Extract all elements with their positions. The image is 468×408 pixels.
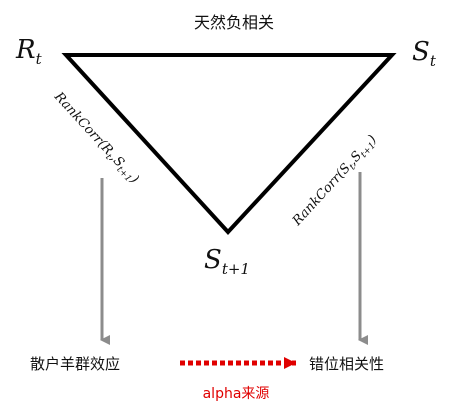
right-edge-label-text: RankCorr(S	[289, 161, 354, 230]
node-r-t: Rt	[15, 35, 43, 68]
right-edge-label-sub1: t	[348, 163, 358, 173]
node-s-t1: St+1	[204, 245, 250, 278]
node-s-t1-sub: t+1	[222, 260, 250, 278]
left-edge-label-sub1: t	[103, 153, 113, 163]
left-edge-label: RankCorr(Rt,St+1)	[49, 89, 142, 188]
node-s-t-base: S	[412, 37, 430, 67]
misaligned-correlation-label: 错位相关性	[309, 355, 384, 373]
node-r-t-base: R	[15, 35, 36, 65]
node-r-t-sub: t	[36, 50, 43, 68]
right-edge-label: RankCorr(St,St+1)	[289, 132, 381, 230]
diagram-title: 天然负相关	[194, 13, 274, 32]
node-s-t-sub: t	[430, 52, 437, 70]
herding-effect-label: 散户羊群效应	[30, 355, 120, 373]
alpha-source-label: alpha来源	[203, 386, 270, 402]
relation-triangle	[61, 53, 397, 235]
node-s-t1-base: S	[204, 245, 222, 275]
node-s-t: St	[412, 37, 437, 70]
